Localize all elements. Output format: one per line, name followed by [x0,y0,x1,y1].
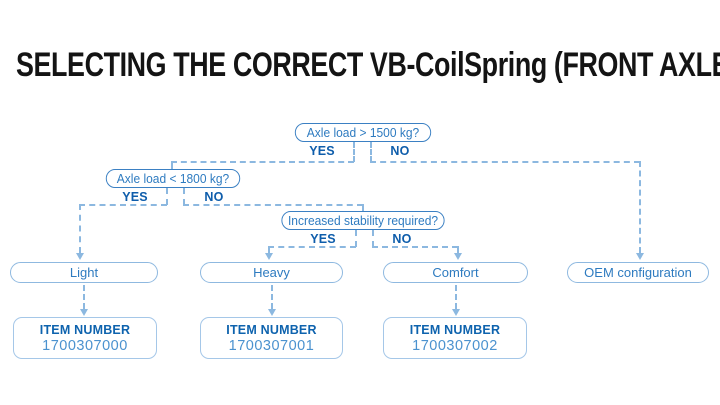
connector-line [372,230,374,247]
item-number-value: 1700307002 [412,337,498,354]
connector-line [268,246,270,253]
arrow-down-icon [79,309,88,316]
arrow-down-icon [267,309,276,316]
item-number-value: 1700307001 [228,337,315,354]
arrow-down-icon [453,253,462,260]
outcome-light: Light [10,262,158,283]
arrow-down-icon [635,253,644,260]
connector-line [372,246,458,248]
item-number-box-light: ITEM NUMBER 1700307000 [13,317,157,359]
arrow-down-icon [264,253,273,260]
decision-axle-load-1500: Axle load > 1500 kg? [294,123,432,142]
connector-line [183,204,363,206]
connector-line [457,246,459,253]
arrow-down-icon [75,253,84,260]
connector-line [79,204,167,206]
branch-no-label: NO [204,190,224,204]
item-number-heading: ITEM NUMBER [39,322,131,337]
connector-line [370,142,372,162]
decision-increased-stability: Increased stability required? [281,211,445,230]
decision-axle-load-1800: Axle load < 1800 kg? [105,169,241,188]
item-number-heading: ITEM NUMBER [409,322,501,337]
connector-line [79,204,81,253]
branch-yes-label: YES [122,190,148,204]
connector-line [183,188,185,205]
item-number-box-heavy: ITEM NUMBER 1700307001 [200,317,343,359]
connector-line [370,161,640,163]
item-number-heading: ITEM NUMBER [226,322,317,337]
connector-line [171,161,354,163]
item-number-value: 1700307000 [42,337,128,354]
connector-line [455,285,457,309]
connector-line [268,246,356,248]
page-title: SELECTING THE CORRECT VB-CoilSpring (FRO… [16,46,720,84]
branch-yes-label: YES [310,232,336,246]
branch-no-label: NO [392,232,412,246]
branch-no-label: NO [390,144,410,158]
branch-yes-label: YES [309,144,335,158]
connector-line [83,285,85,309]
arrow-down-icon [451,309,460,316]
outcome-heavy: Heavy [200,262,343,283]
connector-line [171,161,173,169]
item-number-box-comfort: ITEM NUMBER 1700307002 [383,317,527,359]
connector-line [362,204,364,211]
connector-line [166,188,168,205]
connector-line [355,230,357,247]
connector-line [639,161,641,253]
outcome-comfort: Comfort [383,262,528,283]
outcome-oem-configuration: OEM configuration [567,262,709,283]
connector-line [353,142,355,162]
connector-line [271,285,273,309]
